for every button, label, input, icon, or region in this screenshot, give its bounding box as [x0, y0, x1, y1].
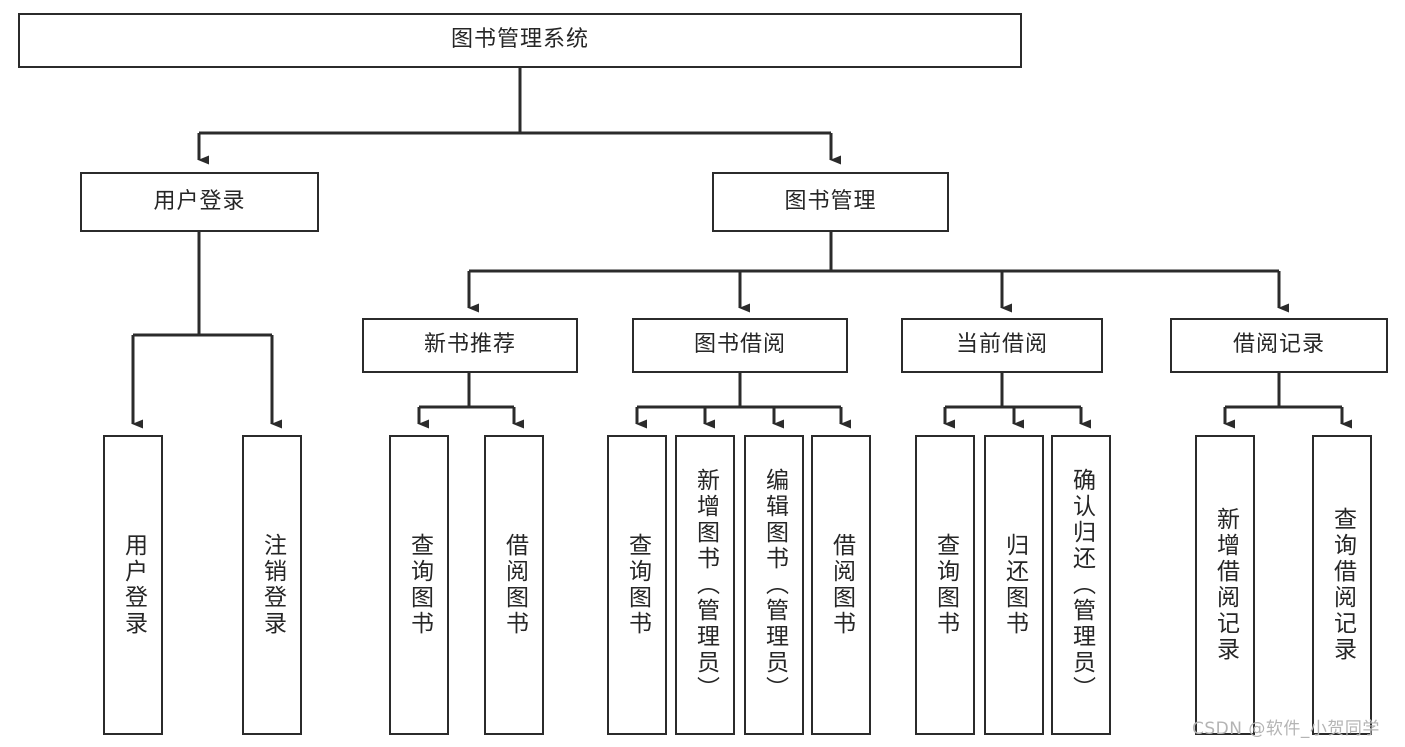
leaf-borrow-book-recommend[interactable]: 借阅图书: [484, 435, 544, 735]
leaf-user-login[interactable]: 用户登录: [103, 435, 163, 735]
leaf-borrow-book[interactable]: 借阅图书: [811, 435, 871, 735]
leaf-query-book-borrow[interactable]: 查询图书: [607, 435, 667, 735]
watermark-text: CSDN @软件_小贺同学: [1192, 719, 1380, 739]
leaf-return-book[interactable]: 归还图书: [984, 435, 1044, 735]
leaf-edit-book-admin[interactable]: 编辑图书（管理员）: [744, 435, 804, 735]
leaf-query-book-recommend[interactable]: 查询图书: [389, 435, 449, 735]
node-book-management[interactable]: 图书管理: [712, 172, 949, 232]
leaf-add-book-admin[interactable]: 新增图书（管理员）: [675, 435, 735, 735]
leaf-logout[interactable]: 注销登录: [242, 435, 302, 735]
leaf-confirm-return-admin[interactable]: 确认归还（管理员）: [1051, 435, 1111, 735]
node-user-login[interactable]: 用户登录: [80, 172, 319, 232]
node-new-book-recommend[interactable]: 新书推荐: [362, 318, 578, 373]
node-root-system[interactable]: 图书管理系统: [18, 13, 1022, 68]
node-borrow-record[interactable]: 借阅记录: [1170, 318, 1388, 373]
leaf-query-borrow-record[interactable]: 查询借阅记录: [1312, 435, 1372, 735]
node-book-borrow[interactable]: 图书借阅: [632, 318, 848, 373]
node-current-borrow[interactable]: 当前借阅: [901, 318, 1103, 373]
leaf-query-book-current[interactable]: 查询图书: [915, 435, 975, 735]
leaf-add-borrow-record[interactable]: 新增借阅记录: [1195, 435, 1255, 735]
